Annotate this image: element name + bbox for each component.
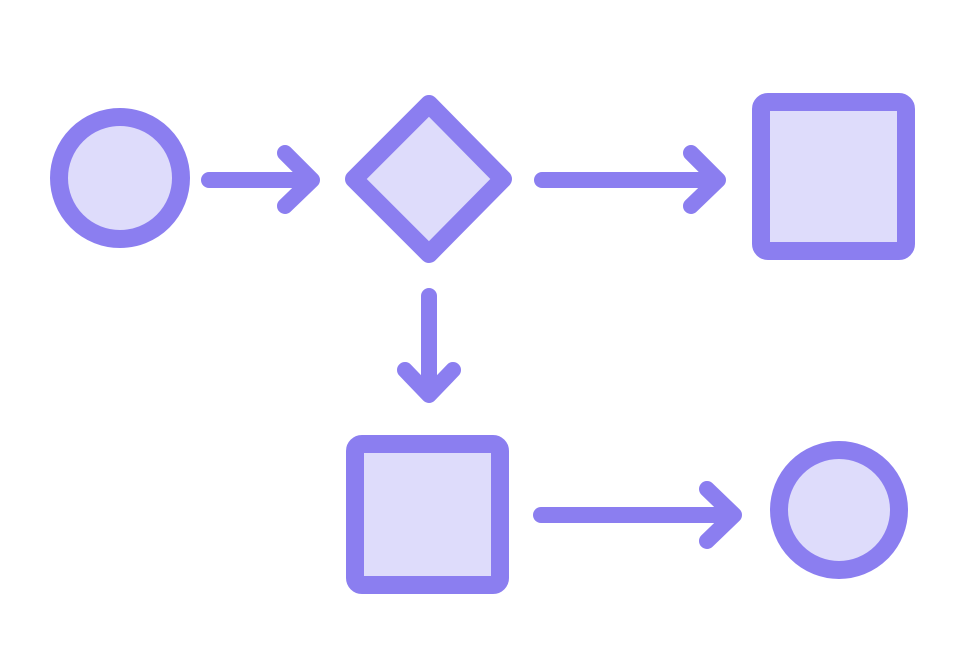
edge-decision-to-process-right-arrowhead	[683, 145, 726, 214]
process-node-right	[752, 93, 915, 260]
edge-start-to-decision	[201, 145, 320, 214]
edge-process-down-to-end	[533, 481, 742, 549]
edge-start-to-decision-arrowhead	[277, 145, 320, 214]
end-node	[770, 441, 908, 579]
edge-decision-to-process-down	[397, 288, 461, 403]
edge-decision-to-process-right	[534, 145, 726, 214]
decision-node	[345, 95, 512, 263]
start-node	[50, 108, 190, 248]
process-node-down	[346, 435, 509, 594]
edge-process-down-to-end-arrowhead	[699, 481, 742, 549]
edge-decision-to-process-down-arrowhead	[397, 362, 461, 403]
